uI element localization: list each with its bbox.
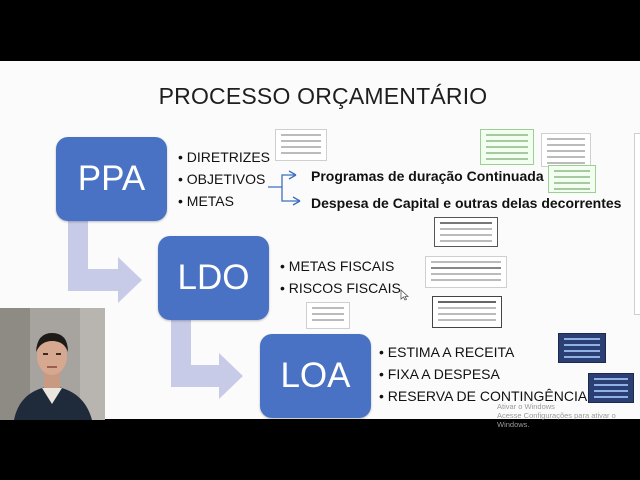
link-arrow-despesa: [281, 187, 300, 202]
ldo-bullet: METAS FISCAIS: [280, 255, 401, 277]
ppa-target-programas: Programas de duração Continuada: [311, 168, 544, 184]
loa-bullet: ESTIMA A RECEITA: [379, 341, 587, 363]
document-thumbnail-icon: [275, 129, 327, 161]
loa-box: LOA: [260, 334, 371, 418]
loa-bullet: FIXA A DESPESA: [379, 363, 587, 385]
slide: PROCESSO ORÇAMENTÁRIO PPA LDO LOA DIRETR…: [0, 61, 640, 419]
document-thumbnail-icon: [548, 165, 596, 193]
ppa-bullets: DIRETRIZES OBJETIVOS METAS: [178, 146, 270, 212]
presenter-video-icon: [0, 308, 105, 420]
document-thumbnail-icon: [558, 333, 606, 363]
mouse-cursor-icon: [400, 289, 410, 301]
ppa-bullet: OBJETIVOS: [178, 168, 270, 190]
webcam-presenter: [0, 308, 105, 420]
watermark-title: Ativar o Windows: [497, 402, 555, 411]
ppa-bullet: DIRETRIZES: [178, 146, 270, 168]
ldo-bullet: RISCOS FISCAIS: [280, 277, 401, 299]
ldo-bullets: METAS FISCAIS RISCOS FISCAIS: [280, 255, 401, 299]
loa-bullet: RESERVA DE CONTINGÊNCIA: [379, 385, 587, 407]
document-thumbnail-icon: [480, 129, 534, 165]
ldo-box: LDO: [158, 236, 269, 320]
document-thumbnail-icon: [634, 133, 640, 315]
flow-arrows: [68, 170, 410, 399]
watermark-subtitle: Acesse Configurações para ativar o Windo…: [497, 411, 616, 429]
link-arrow-programas: [268, 174, 296, 188]
ppa-target-despesa: Despesa de Capital e outras delas decorr…: [311, 195, 622, 211]
document-thumbnail-icon: [541, 133, 591, 167]
document-thumbnail-icon: [588, 373, 634, 403]
windows-activation-watermark: Ativar o Windows Acesse Configurações pa…: [497, 402, 640, 429]
document-thumbnail-icon: [432, 296, 502, 328]
document-thumbnail-icon: [425, 256, 507, 288]
slide-title: PROCESSO ORÇAMENTÁRIO: [158, 83, 488, 109]
flow-arrow-ldo-loa: [171, 317, 243, 399]
document-thumbnail-icon: [434, 217, 498, 247]
loa-bullets: ESTIMA A RECEITA FIXA A DESPESA RESERVA …: [379, 341, 587, 407]
document-thumbnail-icon: [306, 302, 350, 329]
flow-arrow-ppa-ldo: [68, 221, 142, 303]
ppa-bullet: METAS: [178, 190, 270, 212]
ppa-box: PPA: [56, 137, 167, 221]
